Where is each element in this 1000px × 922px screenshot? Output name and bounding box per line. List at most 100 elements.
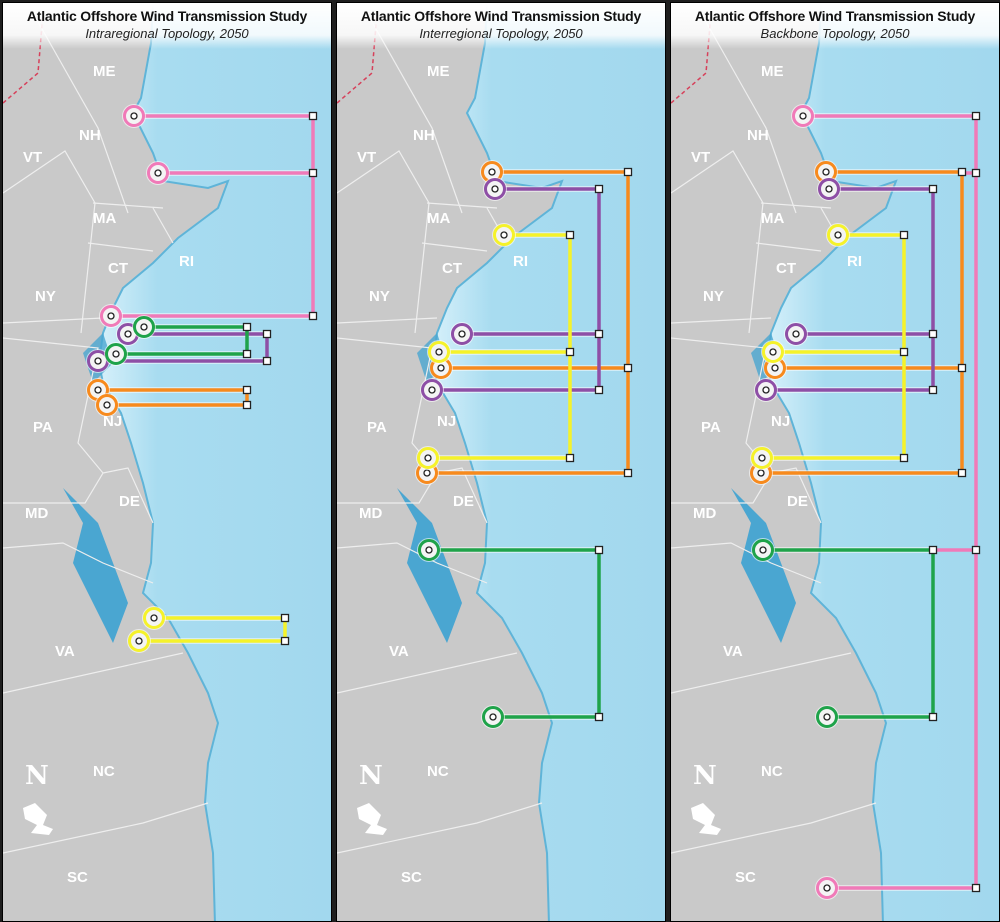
state-label-md: MD <box>25 505 49 522</box>
junction-square-icon <box>308 111 318 121</box>
state-border <box>671 542 822 584</box>
node-center-dot <box>488 168 496 176</box>
map-svg <box>671 3 999 921</box>
node-center-dot <box>94 357 102 365</box>
junction-square-icon <box>308 311 318 321</box>
state-label-md: MD <box>359 505 383 522</box>
state-label-ri: RI <box>179 253 194 270</box>
node-center-dot <box>437 364 445 372</box>
node-center-dot <box>107 312 115 320</box>
node-center-dot <box>799 112 807 120</box>
state-label-nh: NH <box>747 127 769 144</box>
junction-square-icon <box>971 111 981 121</box>
junction-square-icon <box>928 712 938 722</box>
map-panel-intraregional: Atlantic Offshore Wind Transmission Stud… <box>2 2 332 922</box>
state-border <box>3 317 104 324</box>
panel-title: Atlantic Offshore Wind Transmission Stud… <box>694 8 976 24</box>
state-border <box>3 802 209 854</box>
state-label-va: VA <box>389 643 409 660</box>
state-border <box>337 150 430 334</box>
junction-square-icon <box>899 347 909 357</box>
state-label-nj: NJ <box>103 413 123 430</box>
junction-square-icon <box>262 329 272 339</box>
node-center-dot <box>769 348 777 356</box>
state-label-pa: PA <box>33 419 53 436</box>
state-label-va: VA <box>55 643 75 660</box>
junction-square-icon <box>928 385 938 395</box>
state-border <box>152 207 174 244</box>
state-label-ct: CT <box>108 260 128 277</box>
north-label: N <box>25 761 49 791</box>
node-center-dot <box>792 330 800 338</box>
junction-square-icon <box>262 356 272 366</box>
state-label-nj: NJ <box>437 413 457 430</box>
chesapeake-bay <box>63 488 128 643</box>
node-center-dot <box>154 169 162 177</box>
north-label: N <box>359 761 383 791</box>
state-label-ny: NY <box>369 288 390 305</box>
node-center-dot <box>135 637 143 645</box>
junction-square-icon <box>594 385 604 395</box>
panel-subtitle: Intraregional Topology, 2050 <box>85 26 249 41</box>
state-label-me: ME <box>93 63 116 80</box>
junction-square-icon <box>971 168 981 178</box>
junction-square-icon <box>280 613 290 623</box>
junction-square-icon <box>308 168 318 178</box>
ocean-area <box>765 3 999 921</box>
state-border <box>426 202 498 209</box>
panel-header: Atlantic Offshore Wind Transmission Stud… <box>671 3 999 49</box>
junction-square-icon <box>928 184 938 194</box>
junction-square-icon <box>242 349 252 359</box>
state-label-nj: NJ <box>771 413 791 430</box>
panel-subtitle: Interregional Topology, 2050 <box>419 26 583 41</box>
node-center-dot <box>150 614 158 622</box>
junction-square-icon <box>899 453 909 463</box>
state-label-ma: MA <box>761 210 785 227</box>
state-border <box>32 12 129 214</box>
node-center-dot <box>823 713 831 721</box>
state-label-me: ME <box>427 63 450 80</box>
state-border <box>760 202 832 209</box>
state-border <box>671 652 852 694</box>
north-arrow-icon <box>23 803 53 835</box>
state-label-va: VA <box>723 643 743 660</box>
north-arrow-icon <box>691 803 721 835</box>
junction-square-icon <box>899 230 909 240</box>
panel-title: Atlantic Offshore Wind Transmission Stud… <box>26 8 308 24</box>
panel-subtitle: Backbone Topology, 2050 <box>760 26 910 41</box>
state-border <box>92 202 164 209</box>
junction-square-icon <box>623 468 633 478</box>
junction-square-icon <box>594 329 604 339</box>
state-label-nc: NC <box>761 763 783 780</box>
node-center-dot <box>140 323 148 331</box>
map-svg <box>337 3 665 921</box>
node-center-dot <box>425 546 433 554</box>
node-center-dot <box>758 454 766 462</box>
state-label-sc: SC <box>401 869 422 886</box>
state-label-vt: VT <box>691 149 711 166</box>
map-svg <box>3 3 331 921</box>
junction-square-icon <box>594 184 604 194</box>
state-border <box>102 467 154 524</box>
state-label-de: DE <box>787 493 808 510</box>
chesapeake-bay <box>397 488 462 643</box>
state-label-nc: NC <box>427 763 449 780</box>
state-label-ma: MA <box>93 210 117 227</box>
chesapeake-bay <box>731 488 796 643</box>
state-label-ny: NY <box>703 288 724 305</box>
state-border <box>337 542 488 584</box>
junction-square-icon <box>242 385 252 395</box>
state-label-de: DE <box>453 493 474 510</box>
state-label-de: DE <box>119 493 140 510</box>
state-label-vt: VT <box>357 149 377 166</box>
junction-square-icon <box>594 712 604 722</box>
state-border <box>421 242 488 252</box>
node-center-dot <box>759 546 767 554</box>
node-center-dot <box>762 386 770 394</box>
state-border <box>3 337 104 504</box>
state-label-nh: NH <box>413 127 435 144</box>
state-label-sc: SC <box>735 869 756 886</box>
state-border <box>671 802 877 854</box>
node-center-dot <box>825 185 833 193</box>
state-border <box>671 150 764 334</box>
